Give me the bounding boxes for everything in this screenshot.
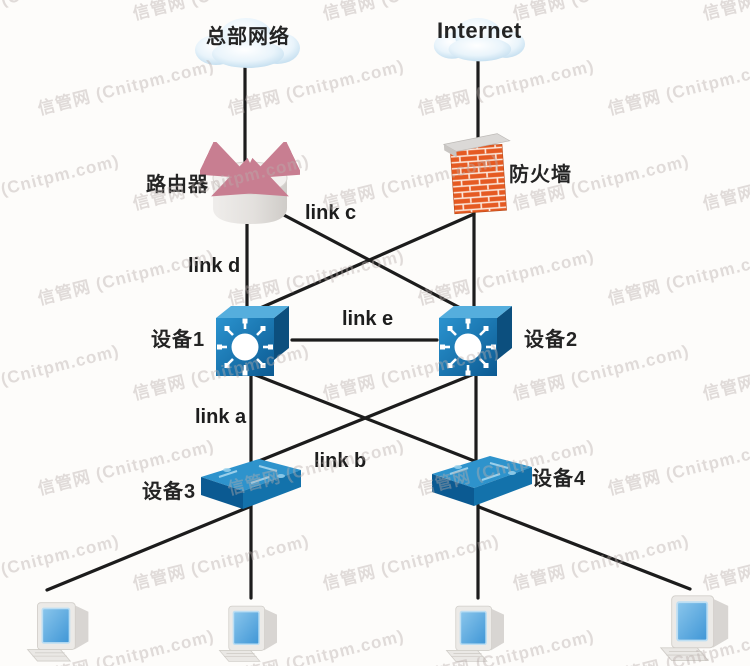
link-b-label: link b	[314, 450, 367, 472]
cloud-internet-label: Internet	[437, 18, 522, 43]
edge-firewall-device1	[256, 212, 476, 311]
edge-device4-pc4	[477, 505, 692, 591]
link-e-label: link e	[342, 308, 394, 330]
device3-switch-icon	[193, 453, 308, 517]
device1-label: 设备1	[151, 329, 206, 351]
firewall-icon	[438, 130, 520, 218]
device4-switch-icon	[424, 450, 539, 514]
edge-router-device2-linkc	[259, 201, 470, 314]
router-label: 路由器	[146, 174, 209, 196]
pc3-icon	[432, 596, 527, 666]
cloud-internet-icon	[426, 8, 532, 66]
edge-device3-pc1	[45, 505, 251, 592]
link-a-label: link a	[195, 406, 247, 428]
pc2-icon	[205, 596, 300, 666]
pc4-icon	[652, 584, 747, 666]
device2-label: 设备2	[524, 329, 579, 351]
cloud-hq-label: 总部网络	[206, 26, 290, 48]
link-d-label: link d	[188, 255, 241, 277]
cloud-hq-icon	[186, 10, 308, 70]
device2-switch-icon	[433, 300, 518, 380]
device1-switch-icon	[210, 300, 295, 380]
device3-label: 设备3	[142, 481, 197, 503]
device4-label: 设备4	[532, 468, 587, 490]
router-icon	[200, 142, 300, 238]
link-c-label: link c	[305, 202, 357, 224]
edge-device2-device3-linkb	[252, 372, 476, 465]
firewall-label: 防火墙	[509, 164, 572, 186]
pc1-icon	[15, 592, 110, 666]
